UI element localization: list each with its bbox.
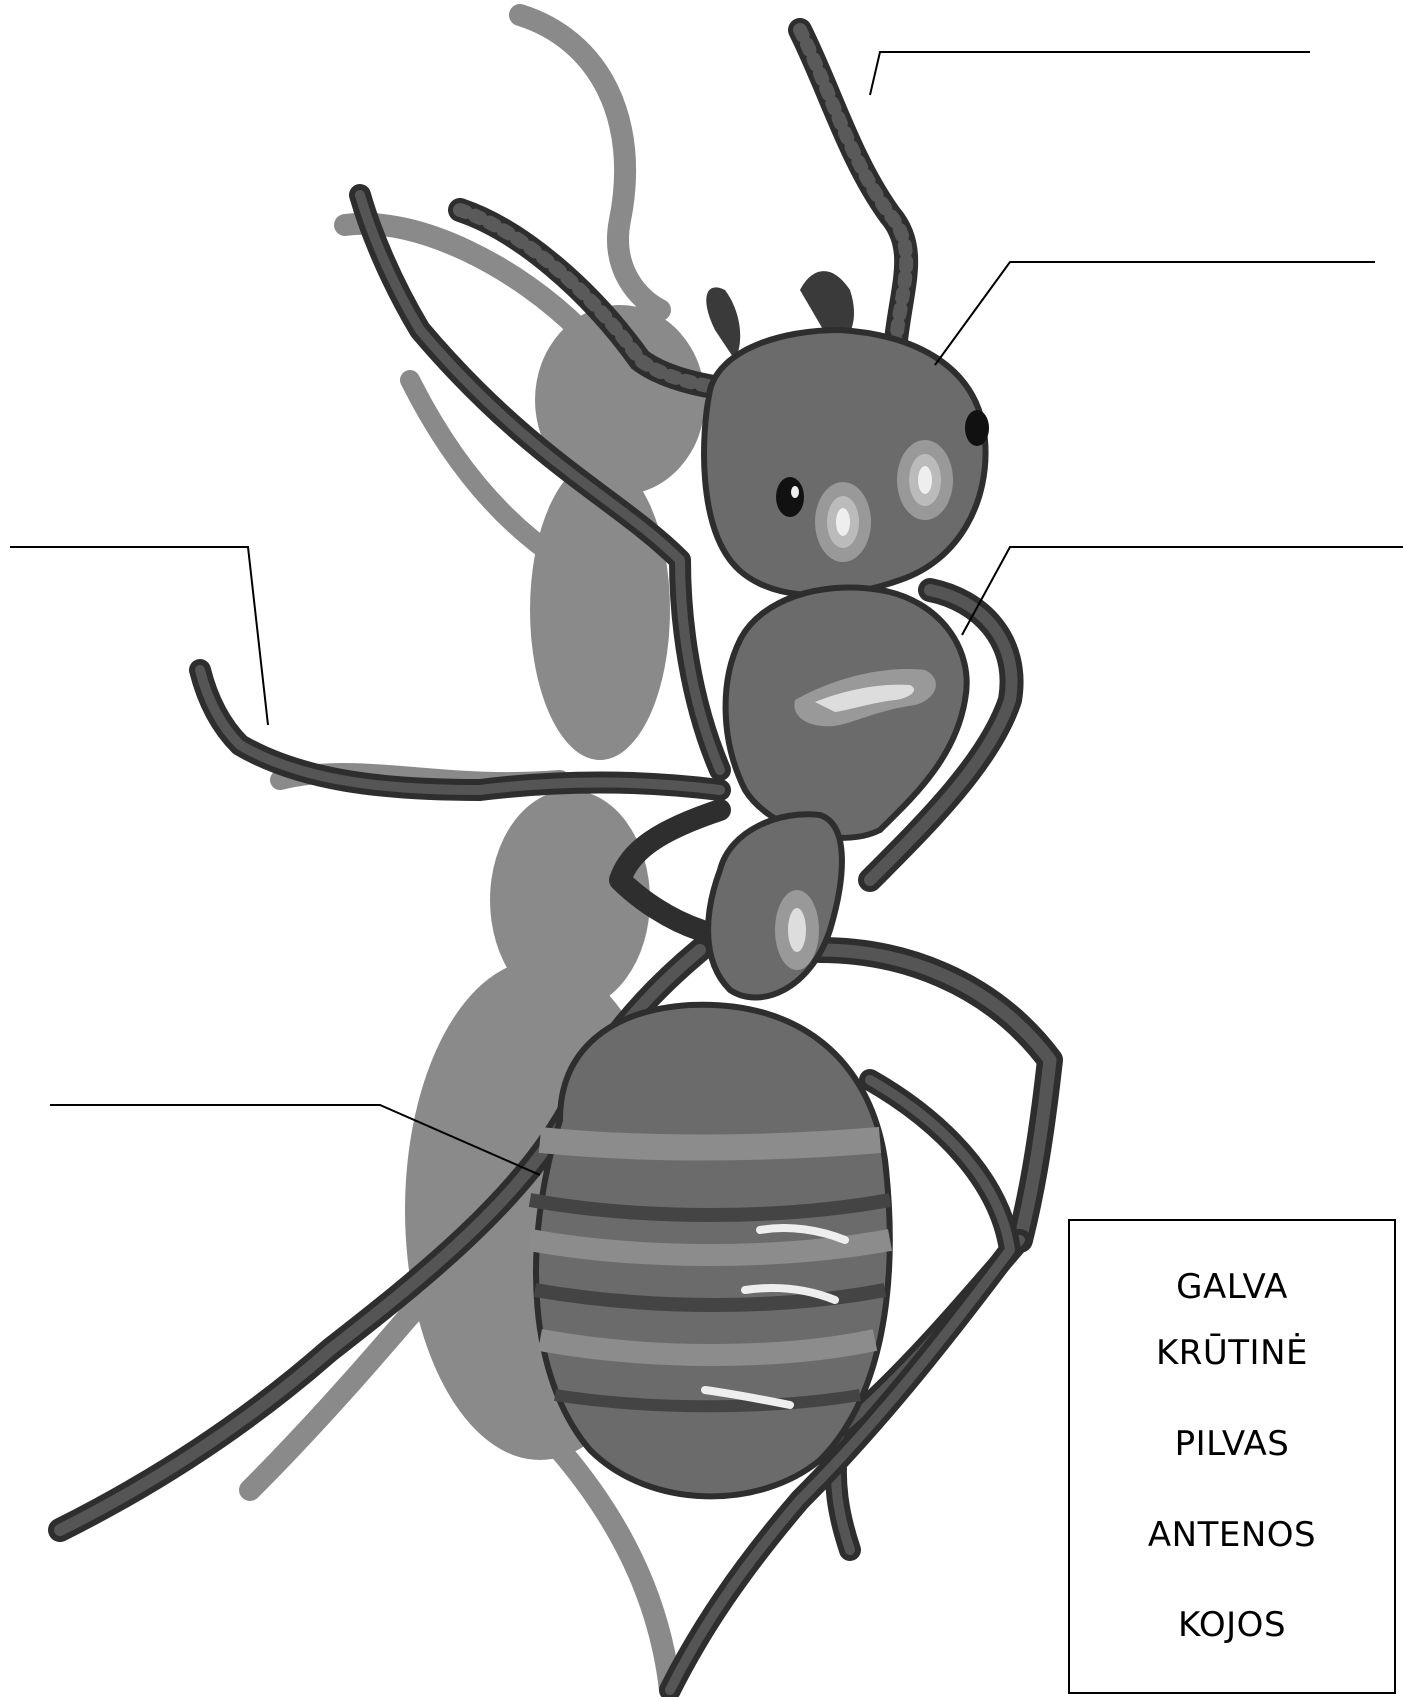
head-label-line xyxy=(935,262,1375,365)
word-thorax: KRŪTINĖ xyxy=(1070,1333,1394,1373)
thorax-label-line xyxy=(962,547,1403,635)
word-bank-box: GALVA KRŪTINĖ PILVAS ANTENOS KOJOS xyxy=(1068,1219,1396,1694)
ant-abdomen xyxy=(530,1005,890,1497)
leg-label-line xyxy=(10,547,268,725)
word-abdomen: PILVAS xyxy=(1070,1424,1394,1464)
antenna-label-line xyxy=(870,52,1310,95)
ant-head xyxy=(704,271,989,595)
ant-thorax xyxy=(708,587,967,997)
word-head: GALVA xyxy=(1070,1267,1394,1307)
word-legs: KOJOS xyxy=(1070,1605,1394,1645)
word-antennae: ANTENOS xyxy=(1070,1515,1394,1555)
